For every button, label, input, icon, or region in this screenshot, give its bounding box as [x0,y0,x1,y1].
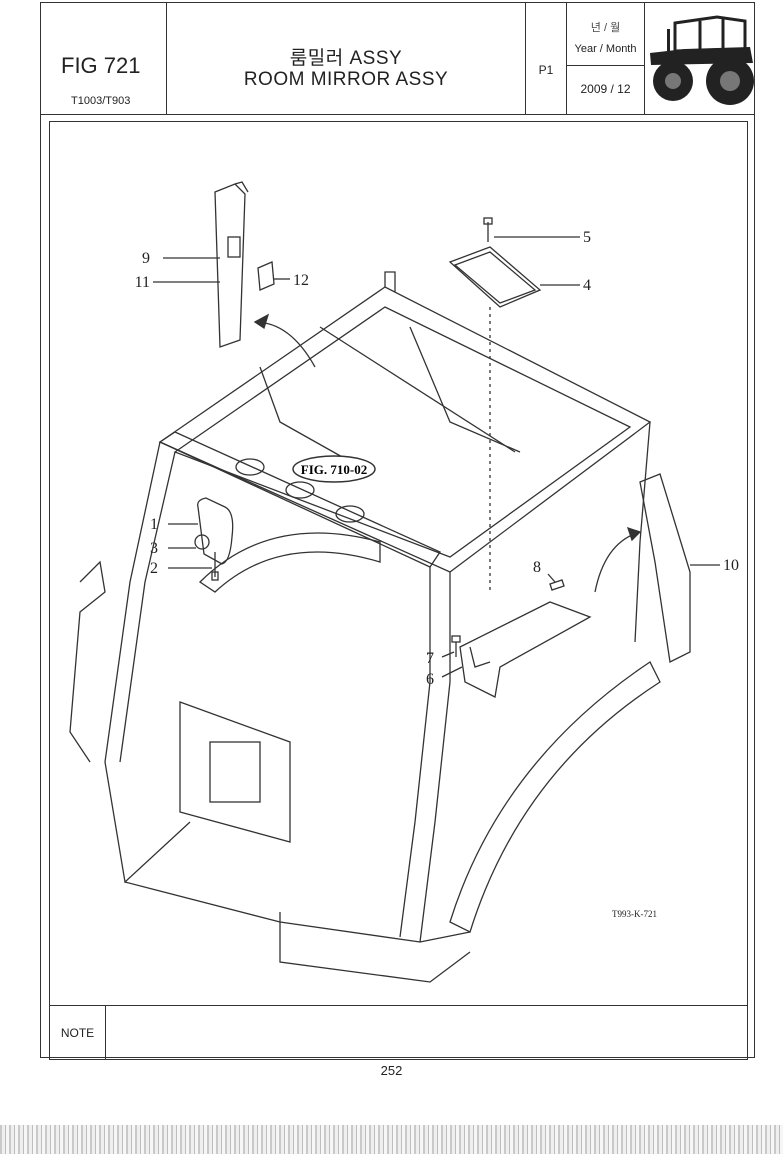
callout-1: 1 [150,516,158,533]
reference-label: FIG. 710-02 [301,462,367,477]
date-cell: 년 / 월 Year / Month 2009 / 12 [567,3,645,114]
revision-date: 2009 / 12 [580,82,631,96]
callout-4: 4 [583,277,591,294]
callout-10: 10 [723,557,739,574]
fig-label: FIG 721 [61,53,141,78]
callout-7: 7 [426,650,434,667]
page-code: P1 [538,63,554,77]
callout-12: 12 [293,272,309,289]
model-label: T1003/T903 [71,95,131,107]
exploded-diagram: FIG. 710-02 1 3 2 9 11 12 5 4 8 10 7 6 T… [69,181,739,983]
diagram-area: FIG. 710-02 1 3 2 9 11 12 5 4 8 10 7 6 T… [49,121,748,1006]
note-label: NOTE [50,1006,106,1059]
title-english: ROOM MIRROR ASSY [243,69,449,90]
reference-ellipse [292,455,376,483]
title-cell: 룸밀러 ASSY ROOM MIRROR ASSY [167,3,526,114]
callout-3: 3 [150,540,158,557]
callout-8: 8 [533,559,541,576]
page-code-cell: P1 [526,3,567,114]
callout-5: 5 [583,229,591,246]
note-bar: NOTE [49,1006,748,1060]
title-block: FIG 721 T1003/T903 룸밀러 ASSY ROOM MIRROR … [41,3,754,115]
drawing-code: T993-K-721 [612,909,657,919]
page-frame: FIG 721 T1003/T903 룸밀러 ASSY ROOM MIRROR … [40,2,755,1060]
title-korean: 룸밀러 ASSY [289,48,403,69]
tractor-icon [650,15,754,105]
year-month-korean: 년 / 월 [590,22,621,34]
page-number: 252 [380,1063,403,1078]
fig-cell: FIG 721 T1003/T903 [41,3,167,114]
callout-2: 2 [150,560,158,577]
callout-11: 11 [135,274,150,291]
scan-artifact [0,1125,783,1154]
callout-9: 9 [142,250,150,267]
year-month-label: Year / Month [574,43,637,55]
callout-6: 6 [426,671,434,688]
logo-cell [645,3,756,114]
